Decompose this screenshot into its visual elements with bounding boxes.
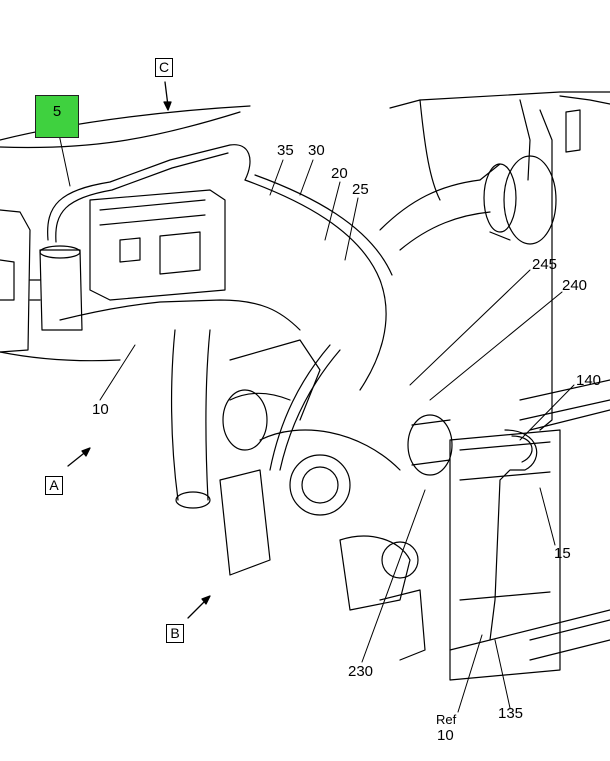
view-label-a: A: [45, 476, 63, 495]
callout-245: 245: [532, 256, 558, 273]
callout-5-highlight: 5: [35, 95, 79, 138]
callout-ref-label: Ref: [436, 712, 457, 727]
callout-35: 35: [277, 142, 294, 159]
callout-230: 230: [348, 663, 374, 680]
callout-30: 30: [308, 142, 325, 159]
callout-25: 25: [352, 181, 369, 198]
callout-ref-10: 10: [437, 727, 454, 744]
callout-135: 135: [498, 705, 524, 722]
callout-10: 10: [92, 401, 109, 418]
callout-240: 240: [562, 277, 588, 294]
callout-140: 140: [576, 372, 602, 389]
view-label-c: C: [155, 58, 173, 77]
callout-20: 20: [331, 165, 348, 182]
callout-5-label: 5: [52, 103, 62, 120]
callout-15: 15: [554, 545, 571, 562]
view-label-b: B: [166, 624, 184, 643]
